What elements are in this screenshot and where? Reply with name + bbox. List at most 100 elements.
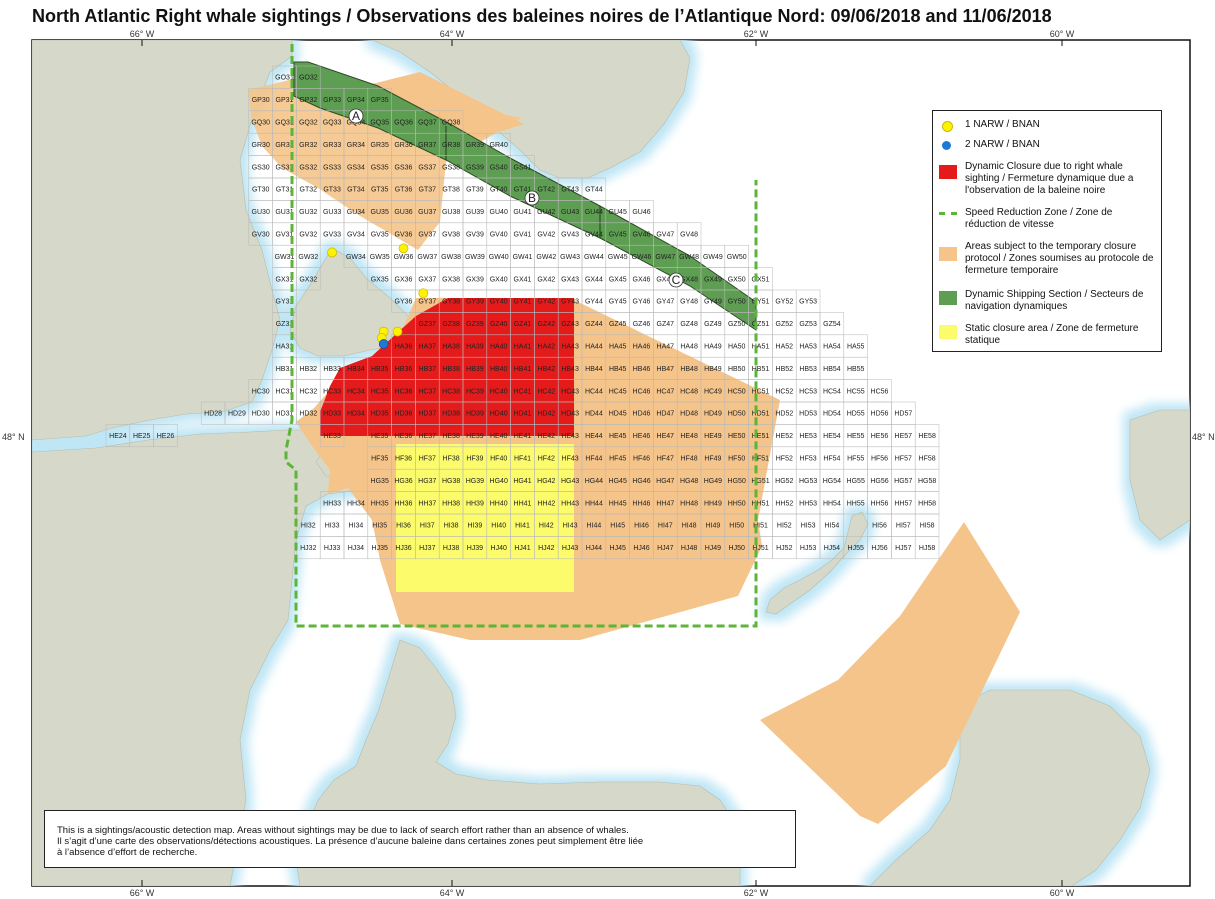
grid-label-GW49: GW49 [703, 254, 723, 261]
grid-label-HA44: HA44 [585, 344, 603, 351]
grid-label-HE54: HE54 [823, 433, 841, 440]
grid-label-GY38: GY38 [442, 299, 460, 306]
yellow-dot-icon [939, 119, 957, 133]
disclaimer-line-1: This is a sightings/acoustic detection m… [57, 825, 629, 836]
grid-label-GX44: GX44 [585, 276, 603, 283]
grid-label-GR30: GR30 [252, 142, 270, 149]
grid-label-GV38: GV38 [442, 232, 460, 239]
grid-label-HE42: HE42 [538, 433, 556, 440]
grid-label-GZ37: GZ37 [419, 321, 437, 328]
tick-label-bottom-1: 64° W [440, 888, 465, 898]
grid-label-GY51: GY51 [752, 299, 770, 306]
grid-label-HE44: HE44 [585, 433, 603, 440]
grid-label-GS34: GS34 [347, 164, 365, 171]
land-7 [869, 689, 1151, 886]
static-closure-area [396, 444, 574, 592]
grid-label-GX39: GX39 [466, 276, 484, 283]
grid-label-HC31: HC31 [276, 388, 294, 395]
grid-cell-HE33 [319, 424, 345, 448]
grid-label-HE37: HE37 [419, 433, 437, 440]
grid-label-HC43: HC43 [561, 388, 579, 395]
grid-label-HE49: HE49 [704, 433, 722, 440]
grid-label-GY40: GY40 [490, 299, 508, 306]
grid-label-HF56: HF56 [871, 456, 888, 463]
grid-label-HE57: HE57 [895, 433, 913, 440]
grid-label-GX37: GX37 [418, 276, 436, 283]
grid-label-GY46: GY46 [633, 299, 651, 306]
grid-label-HI46: HI46 [634, 523, 649, 530]
grid-label-HF40: HF40 [490, 456, 507, 463]
grid-label-GV35: GV35 [371, 232, 389, 239]
grid-label-HH50: HH50 [728, 500, 746, 507]
grid-label-GY41: GY41 [514, 299, 532, 306]
grid-label-HB51: HB51 [752, 366, 770, 373]
grid-label-HH45: HH45 [609, 500, 627, 507]
grid-label-GZ48: GZ48 [680, 321, 698, 328]
grid-label-HJ43: HJ43 [562, 545, 578, 552]
grid-label-HA41: HA41 [514, 344, 532, 351]
grid-label-HD30: HD30 [252, 411, 270, 418]
grid-label-HB47: HB47 [657, 366, 675, 373]
grid-label-GZ51: GZ51 [752, 321, 770, 328]
grid-label-HA51: HA51 [752, 344, 770, 351]
grid-label-HE48: HE48 [680, 433, 698, 440]
grid-label-GU33: GU33 [323, 209, 341, 216]
grid-label-GT30: GT30 [252, 187, 270, 194]
disclaimer-line-2: Il s’agit d’une carte des observations/d… [57, 836, 644, 847]
grid-label-HI57: HI57 [896, 523, 911, 530]
grid-label-HD32: HD32 [299, 411, 317, 418]
sighting-6 [378, 339, 389, 349]
grid-label-GV33: GV33 [323, 232, 341, 239]
grid-label-HE45: HE45 [609, 433, 627, 440]
grid-label-HE40: HE40 [490, 433, 508, 440]
grid-label-GQ38: GQ38 [442, 120, 461, 127]
grid-label-HC52: HC52 [775, 388, 793, 395]
speed-reduction-zone-line [284, 44, 758, 628]
grid-label-HB31: HB31 [276, 366, 294, 373]
grid-label-HG47: HG47 [656, 478, 674, 485]
grid-label-HF44: HF44 [585, 456, 602, 463]
grid-label-HE51: HE51 [752, 433, 770, 440]
grid-label-HI35: HI35 [372, 523, 387, 530]
section-marker-A [348, 108, 364, 124]
grid-label-HF47: HF47 [657, 456, 674, 463]
grid-label-GT36: GT36 [395, 187, 413, 194]
legend-item-temporary-closure: Areas subject to the temporary closure p… [939, 241, 1155, 277]
grid-label-HC40: HC40 [490, 388, 508, 395]
grid-label-HF52: HF52 [776, 456, 793, 463]
grid-label-GW34: GW34 [346, 254, 366, 261]
grid-label-GX32: GX32 [299, 276, 317, 283]
grid-label-GP34: GP34 [347, 97, 365, 104]
grid-label-HI33: HI33 [325, 523, 340, 530]
red-square-icon [939, 161, 957, 179]
grid-label-GU30: GU30 [252, 209, 270, 216]
map-title: North Atlantic Right whale sightings / O… [32, 6, 1052, 26]
grid-label-HD53: HD53 [799, 411, 817, 418]
grid-label-HE56: HE56 [871, 433, 889, 440]
grid-label-HI54: HI54 [825, 523, 840, 530]
grid-label-HE26: HE26 [157, 433, 175, 440]
grid-label-GQ35: GQ35 [370, 120, 389, 127]
grid-label-HD47: HD47 [656, 411, 674, 418]
grid-label-GT31: GT31 [276, 187, 294, 194]
grid-label-HF35: HF35 [371, 456, 388, 463]
legend-item-2-narw: 2 NARW / BNAN [939, 139, 1155, 153]
grid-label-GR35: GR35 [371, 142, 389, 149]
grid-label-HD50: HD50 [728, 411, 746, 418]
grid-label-HB39: HB39 [466, 366, 484, 373]
grid-label-HE53: HE53 [799, 433, 817, 440]
tick-label-right: 48° N [1192, 432, 1215, 442]
grid-label-GV31: GV31 [276, 232, 294, 239]
grid-label-HJ35: HJ35 [372, 545, 388, 552]
grid-label-HD51: HD51 [752, 411, 770, 418]
tick-label-bottom-0: 66° W [130, 888, 155, 898]
grid-label-HE24: HE24 [109, 433, 127, 440]
grid-label-HC53: HC53 [799, 388, 817, 395]
grid-label-HC47: HC47 [656, 388, 674, 395]
sighting-2 [418, 288, 429, 299]
grid-label-GX43: GX43 [561, 276, 579, 283]
grid-label-HE58: HE58 [918, 433, 936, 440]
grid-label-HB46: HB46 [633, 366, 651, 373]
grid-label-GV46: GV46 [633, 232, 651, 239]
grid-label-GS36: GS36 [395, 164, 413, 171]
